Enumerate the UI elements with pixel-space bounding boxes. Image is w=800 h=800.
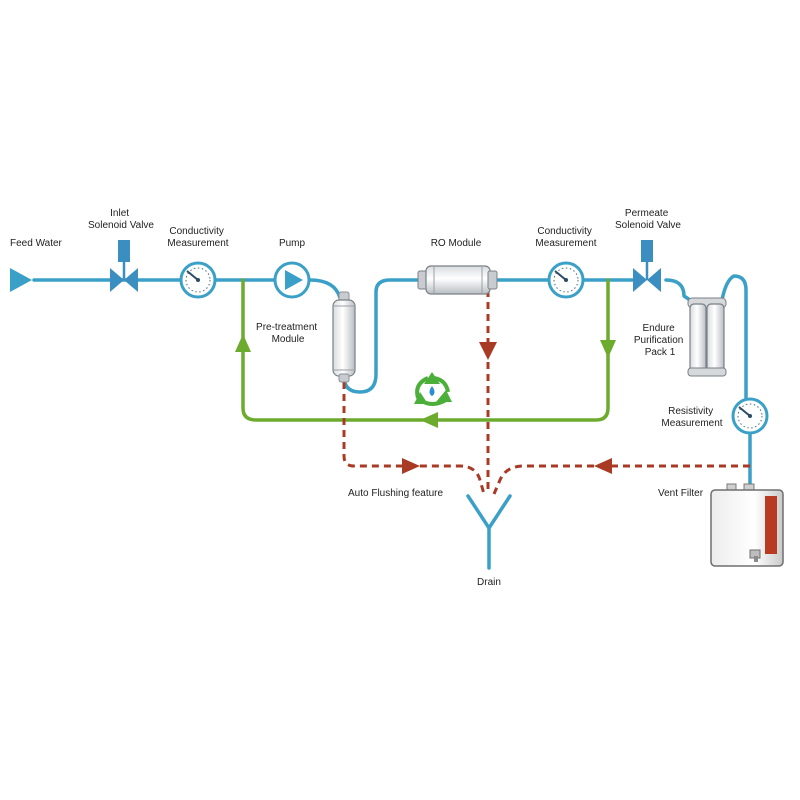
inlet-valve-icon xyxy=(110,240,138,292)
label-pretreatment: Pre-treatment Module xyxy=(256,322,320,345)
drain-arrow-left-icon xyxy=(594,458,612,474)
drain-icon xyxy=(466,494,512,570)
recycle-icon xyxy=(414,372,452,406)
label-inlet-valve: Inlet Solenoid Valve xyxy=(88,208,154,231)
recirc-arrow-up-icon xyxy=(235,334,251,352)
label-drain: Drain xyxy=(477,577,501,588)
pipe-endure-return xyxy=(720,274,748,400)
gauge-icon-conductivity-1 xyxy=(179,261,217,299)
recirculation-loop xyxy=(241,278,610,422)
purification-pack-icon xyxy=(687,297,727,377)
gauge-icon-conductivity-2 xyxy=(547,261,585,299)
label-endure-pack: Endure Purification Pack 1 xyxy=(634,323,686,358)
labels: Feed Water Inlet Solenoid Valve Conducti… xyxy=(10,208,723,588)
recirculation-line xyxy=(241,278,610,422)
permeate-valve-icon xyxy=(633,240,661,292)
label-pump: Pump xyxy=(279,238,306,249)
ro-module-icon xyxy=(417,265,498,295)
pipe-valve-to-endure xyxy=(664,278,692,302)
drain-arrow-right-icon xyxy=(402,458,420,474)
label-conductivity-1: Conductivity Measurement xyxy=(167,226,228,249)
drain-line-pretreatment xyxy=(342,382,486,495)
drain-line-tank xyxy=(492,464,750,495)
label-feed-water: Feed Water xyxy=(10,238,63,249)
label-vent-filter: Vent Filter xyxy=(658,488,704,499)
label-auto-flushing: Auto Flushing feature xyxy=(348,488,443,499)
gauge-icon-resistivity xyxy=(731,397,769,435)
recirc-arrow-left-icon xyxy=(420,412,438,428)
label-conductivity-2: Conductivity Measurement xyxy=(535,226,596,249)
recirc-arrow-down-icon xyxy=(600,340,616,358)
drain-lines xyxy=(342,290,750,495)
label-resistivity: Resistivity Measurement xyxy=(661,406,722,429)
pipe-pump-to-pretreatment xyxy=(308,278,342,300)
pretreatment-filter-icon xyxy=(332,291,356,383)
storage-tank-icon xyxy=(710,483,784,567)
pump-icon xyxy=(273,261,311,299)
feed-arrow-icon xyxy=(10,268,32,292)
label-permeate-valve: Permeate Solenoid Valve xyxy=(615,208,681,231)
pipe-pretreatment-to-ro xyxy=(342,278,422,394)
process-pipes xyxy=(32,274,752,487)
label-ro-module: RO Module xyxy=(431,238,482,249)
drain-arrow-down-icon xyxy=(479,342,497,360)
